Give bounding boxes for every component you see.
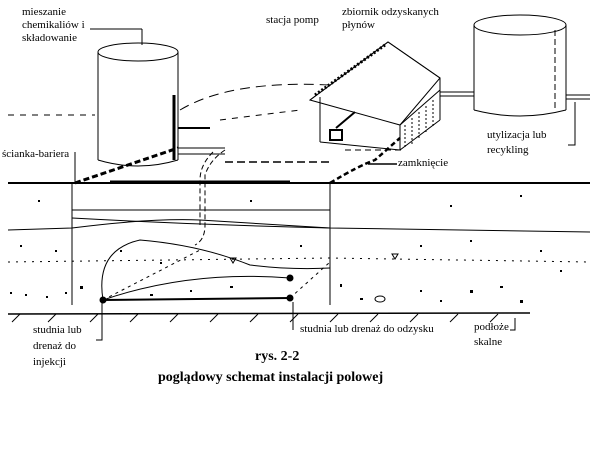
label-line: płynów [342, 19, 375, 31]
label-recovered-tank: zbiornik odzyskanych płynów [342, 6, 439, 32]
label-line: injekcji [33, 356, 66, 368]
label-line: drenaż do [33, 340, 77, 352]
label-barrier-wall: ścianka-bariera [2, 148, 70, 160]
label-pump-station: stacja pomp [266, 14, 319, 26]
label-line: chemikaliów i [22, 19, 85, 31]
label-line: mieszanie [22, 6, 66, 18]
label-line: składowanie [22, 32, 77, 44]
label-line: utylizacja lub [487, 129, 547, 141]
mixing-tank [97, 42, 179, 167]
pump-station-house [308, 41, 441, 151]
label-mixing: mieszanie chemikaliów i składowanie [22, 6, 85, 45]
label-line: studnia lub [33, 324, 82, 336]
label-line: skalne [474, 336, 503, 348]
label-injection-well: studnia lub drenaż do injekcji [33, 322, 82, 370]
label-recovery-well: studnia lub drenaż do odzysku [300, 323, 434, 335]
figure-number: rys. 2-2 [255, 349, 300, 364]
label-line: zbiornik odzyskanych [342, 6, 439, 18]
label-disposal: utylizacja lub recykling [487, 128, 547, 158]
label-line: recykling [487, 144, 529, 156]
label-closure: zamknięcie [398, 157, 449, 169]
label-line: podłoże [474, 321, 509, 333]
figure-title: poglądowy schemat instalacji polowej [158, 370, 384, 385]
recovered-fluids-tank [473, 14, 567, 117]
label-bedrock: podłoże skalne [474, 320, 509, 350]
